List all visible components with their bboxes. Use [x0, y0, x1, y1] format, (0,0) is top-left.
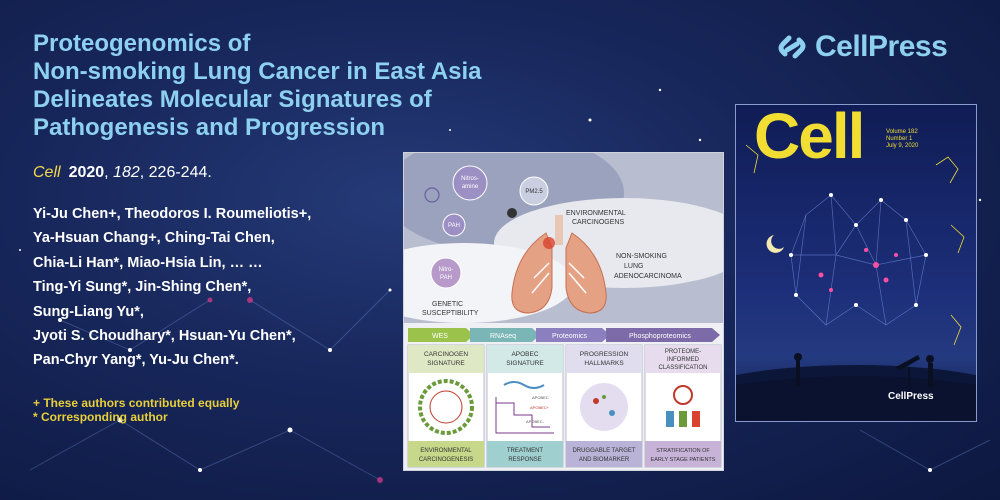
nitro-pah-bubble: [430, 257, 462, 289]
panel-header: CLASSIFICATION: [659, 365, 708, 371]
graphical-abstract-art: Nitros- amine PM2.5 PAH Nitro- PAH ENVIR…: [404, 153, 723, 468]
phosphoproteomics-label: Phosphoproteomics: [629, 333, 691, 340]
journal-name: Cell: [33, 164, 61, 181]
genetic-label: GENETIC: [432, 301, 463, 308]
author-line: Ting-Yi Sung*, Jin-Shing Chen*,: [33, 279, 252, 296]
panel-header: PROGRESSION: [580, 351, 629, 358]
dna-icon: [503, 381, 545, 389]
panel-header: PROTEOME-: [665, 349, 701, 355]
panel-header: HALLMARKS: [584, 360, 624, 367]
proteomics-label: Proteomics: [552, 333, 588, 340]
panel-footer: ENVIRONMENTAL: [420, 448, 472, 454]
title-line: Non-smoking Lung Cancer in East Asia: [33, 58, 482, 85]
skull-icon: [507, 208, 517, 218]
pm25-bubble: [519, 176, 549, 206]
panel-header: APOBEC: [511, 351, 538, 358]
title-line: Pathogenesis and Progression: [33, 114, 386, 141]
cover-journal-title: Cell: [754, 104, 865, 172]
cellpress-logo: CellPress: [775, 30, 948, 64]
bubble-label: Nitro-: [439, 267, 454, 273]
mini-label: APOBEC: [532, 395, 549, 400]
mini-label: APOBEC+: [530, 405, 550, 410]
result-panels: CARCINOGEN SIGNATURE APOBEC SIGNATURE PR…: [407, 344, 722, 468]
wes-label: WES: [432, 333, 448, 340]
env-carcinogens-label: ENVIRONMENTAL: [566, 210, 626, 217]
patients-icon: [673, 385, 693, 405]
survival-curve-icon: [495, 397, 554, 434]
nonsmoking-label: NON-SMOKING: [616, 253, 667, 260]
panel-footer: DRUGGABLE TARGET: [572, 448, 635, 454]
lungs-illustration: [511, 215, 607, 314]
omics-arrows: WES RNAseq Proteomics Phosphoproteomics: [408, 328, 720, 342]
nitrosamine-bubble: [452, 165, 488, 201]
cellpress-mark-icon: [778, 35, 806, 59]
pah-bubble: [442, 213, 466, 237]
graphical-abstract: Nitros- amine PM2.5 PAH Nitro- PAH ENVIR…: [403, 152, 724, 471]
panel-header: INFORMED: [667, 357, 700, 363]
bubble-label: amine: [462, 184, 479, 190]
author-line: Ya-Hsuan Chang+, Ching-Tai Chen,: [33, 230, 275, 247]
panel-header: CARCINOGEN: [424, 351, 468, 358]
network-icon: [580, 383, 628, 431]
panel-footer: AND BIOMARKER: [579, 457, 630, 463]
mini-label: APOBEC-: [526, 419, 545, 424]
stargazers-icon: [794, 353, 934, 387]
cellpress-logo-text: CellPress: [815, 30, 948, 63]
author-notes: + These authors contributed equally * Co…: [33, 396, 239, 424]
citation-year: 2020: [68, 164, 105, 181]
author-line: Pan-Chyr Yang*, Yu-Ju Chen*.: [33, 352, 239, 369]
title-line: Delineates Molecular Signatures of: [33, 86, 432, 113]
cover-date: July 9, 2020: [886, 143, 919, 149]
author-line: Jyoti S. Choudhary*, Hsuan-Yu Chen*,: [33, 328, 296, 345]
cover-art: [736, 144, 976, 421]
corresponding-author-note: * Corresponding author: [33, 410, 168, 424]
cover-issue-info: Volume 182 Number 1 July 9, 2020: [886, 129, 918, 150]
paper-title: Proteogenomics of Non-smoking Lung Cance…: [33, 30, 573, 142]
bubble-label: PM2.5: [525, 189, 543, 195]
journal-cover: Cell Volume 182 Number 1 July 9, 2020 Ce…: [735, 104, 977, 422]
author-line: Sung-Liang Yu*,: [33, 303, 144, 320]
env-carcinogens-label: CARCINOGENS: [572, 219, 624, 226]
circos-plot-icon: [418, 379, 474, 435]
panel-footer: EARLY STAGE PATIENTS: [651, 457, 716, 463]
panel-header: SIGNATURE: [427, 360, 465, 367]
citation-volume: 182: [113, 164, 140, 181]
nonsmoking-label: LUNG: [624, 263, 643, 270]
moon-icon: [766, 235, 784, 253]
citation-pages: , 226-244.: [139, 164, 212, 181]
panel-footer: STRATIFICATION OF: [656, 448, 710, 454]
nonsmoking-label: ADENOCARCINOMA: [614, 273, 682, 280]
cover-cellpress-brand: CellPress: [888, 391, 934, 402]
cover-number: Number 1: [886, 136, 913, 142]
genetic-label: SUSCEPTIBILITY: [422, 310, 479, 317]
bubble-label: Nitros-: [461, 176, 479, 182]
rnaseq-label: RNAseq: [490, 333, 516, 340]
author-line: Chia-Li Han*, Miao-Hsia Lin, … …: [33, 254, 263, 271]
panel-footer: TREATMENT: [507, 448, 544, 454]
cover-volume: Volume 182: [886, 129, 918, 135]
equal-contribution-note: + These authors contributed equally: [33, 396, 240, 410]
bubble-label: PAH: [440, 275, 452, 281]
bubble-label: PAH: [448, 223, 460, 229]
title-line: Proteogenomics of: [33, 30, 251, 57]
panel-footer: CARCINOGENESIS: [419, 457, 473, 463]
panel-footer: RESPONSE: [508, 457, 541, 463]
author-line: Yi-Ju Chen+, Theodoros I. Roumeliotis+,: [33, 206, 312, 222]
panel-header: SIGNATURE: [506, 360, 544, 367]
particle-icon: [424, 187, 440, 203]
author-list: Yi-Ju Chen+, Theodoros I. Roumeliotis+, …: [33, 202, 413, 373]
